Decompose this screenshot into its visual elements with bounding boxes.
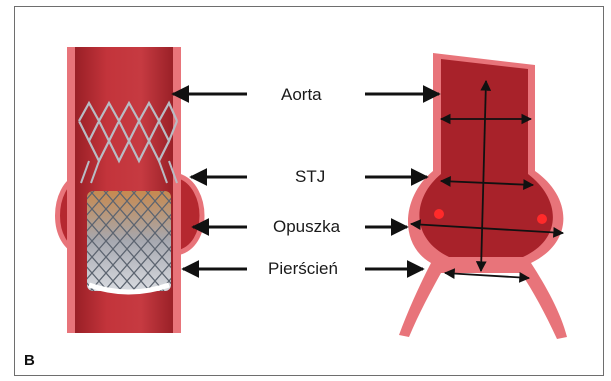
left-vessel-with-stent: [58, 47, 203, 333]
marker-dot-left: [434, 209, 444, 219]
label-bulb: Opuszka: [273, 217, 340, 237]
annulus-diameter-arrow: [445, 273, 529, 278]
label-aorta: Aorta: [281, 85, 322, 105]
label-annulus: Pierścień: [268, 259, 338, 279]
diagram-canvas: [14, 6, 604, 376]
figure-frame: Aorta STJ Opuszka Pierścień: [14, 6, 604, 376]
label-stj: STJ: [295, 167, 325, 187]
panel-letter: B: [24, 352, 35, 369]
marker-dot-right: [537, 214, 547, 224]
